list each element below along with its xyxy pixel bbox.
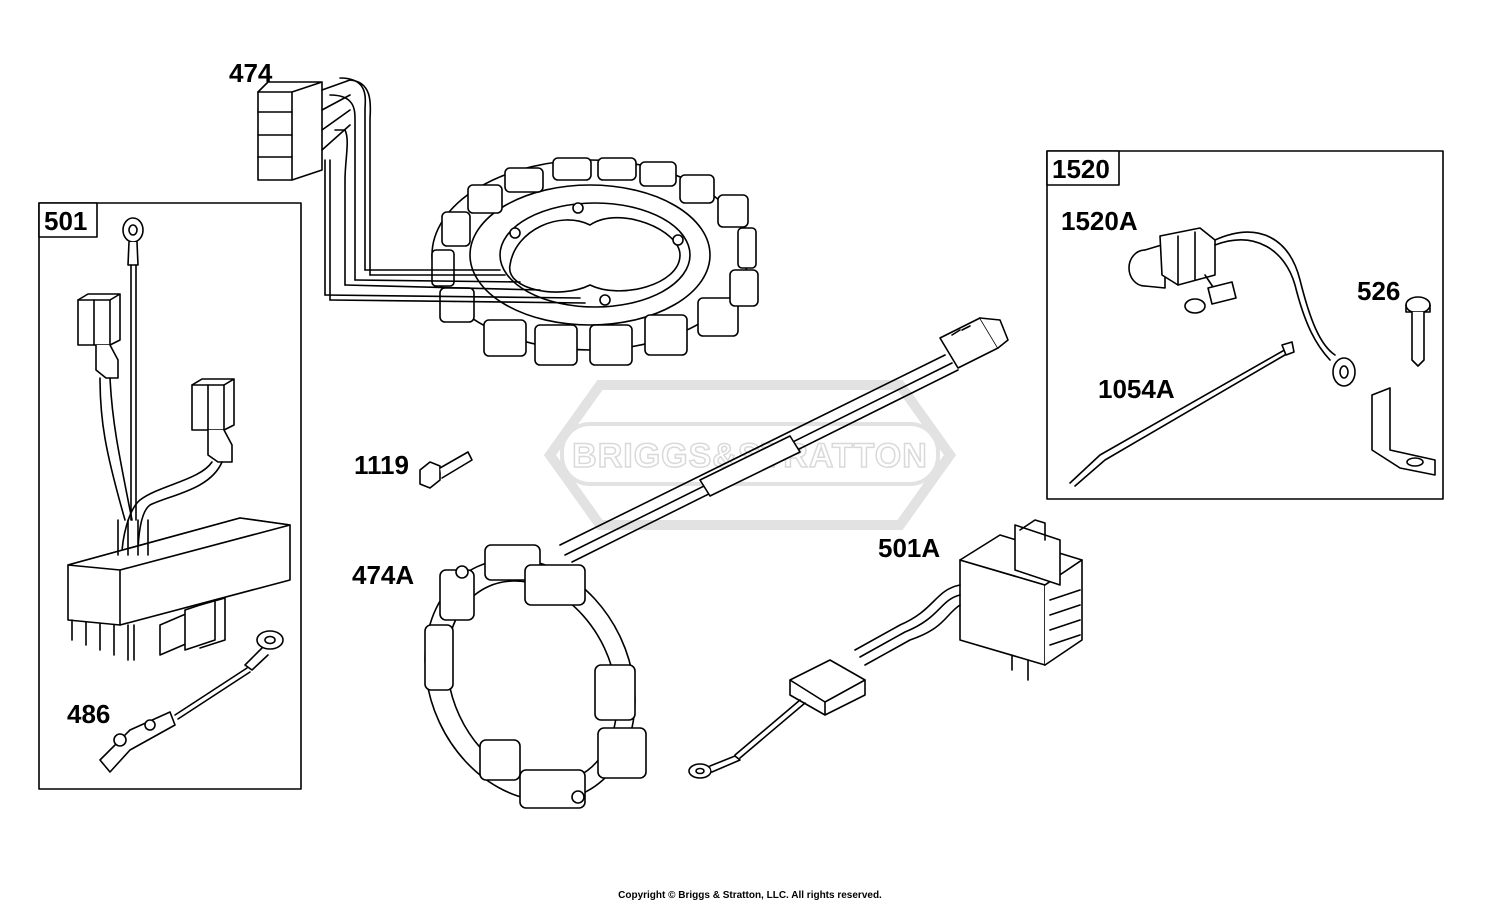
stator-icon [324,157,759,366]
bolt-icon [419,451,473,489]
callout-1520A: 1520A [1061,206,1138,236]
kit-box-1520: 1520 1520A 526 1054A [1046,150,1444,500]
callout-486: 486 [67,699,110,729]
kit-box-501: 501 [38,202,302,790]
ring-terminal-icon [122,217,144,521]
box-label-1520: 1520 [1052,154,1110,184]
harness-connector-icon [257,77,372,301]
cable-tie-icon [1069,341,1295,487]
regulator-icon [67,517,291,661]
ground-wire-icon [99,630,284,773]
cable-connector-icon [939,317,1009,369]
box-label-501: 501 [44,206,87,236]
sensor-icon [1128,227,1356,387]
callout-501A: 501A [878,533,940,563]
bracket-icon [1371,387,1436,476]
screw-icon [1405,296,1431,367]
regulator-wiring-icon [688,584,961,779]
regulator-icon [959,519,1083,681]
callout-474: 474 [229,58,273,88]
callout-1119: 1119 [354,450,409,480]
copyright-notice: Copyright © Briggs & Stratton, LLC. All … [618,890,882,901]
connector-plug-icon [77,293,133,521]
connector-plug-icon [121,378,235,556]
cable-icon [559,354,959,563]
callout-526: 526 [1357,276,1400,306]
callout-474A: 474A [352,560,414,590]
alternator-ring-icon [424,544,647,809]
callout-1054A: 1054A [1098,374,1175,404]
